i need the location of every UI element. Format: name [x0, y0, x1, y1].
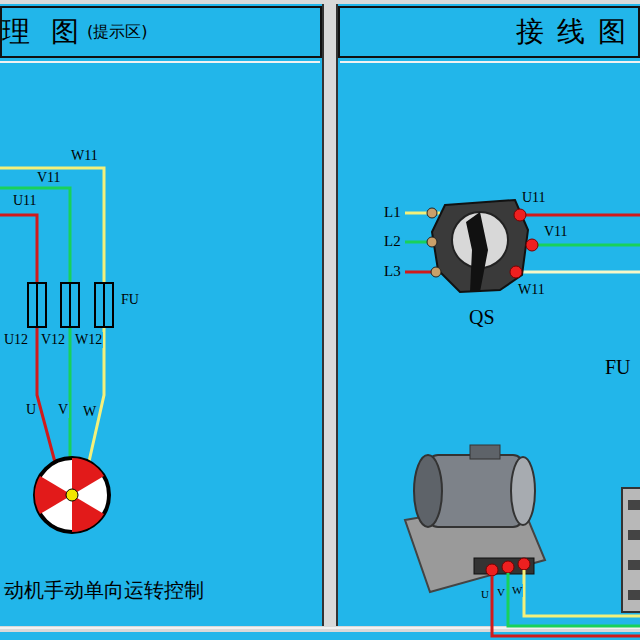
- terminal-device-part: [628, 560, 640, 570]
- frame-lines: [0, 62, 640, 628]
- motor-symbol-part: [66, 489, 78, 501]
- fuse-element-part: [103, 283, 105, 327]
- wire-label: V11: [36, 170, 62, 186]
- motor-symbol-part: [72, 495, 104, 532]
- qs-switch-part: [427, 208, 437, 218]
- switch-label: QS: [468, 306, 496, 328]
- fuse-symbol: [28, 283, 113, 327]
- fuse-element-part: [36, 283, 38, 327]
- fuse-element-part: [69, 283, 71, 327]
- header-title: 理 图: [2, 13, 85, 51]
- fuse-element: [37, 283, 104, 327]
- fuse-symbol-part: [95, 283, 113, 327]
- wire-label: W11: [70, 148, 99, 164]
- qs-switch-part: [514, 209, 526, 221]
- output-wires: [516, 215, 640, 272]
- supply-label: L2: [383, 233, 402, 250]
- terminal-label: W12: [74, 332, 103, 348]
- motor-photo-part: [486, 564, 498, 576]
- motor-symbol: [35, 458, 109, 532]
- qs-switch-part: [432, 200, 528, 292]
- wire-label: U11: [12, 193, 38, 209]
- qs-switch-part: [526, 239, 538, 251]
- supply-label: L1: [383, 204, 402, 221]
- fuse-label: FU: [604, 356, 632, 378]
- motor-photo-part: [502, 561, 514, 573]
- header-note: (提示区): [87, 22, 147, 43]
- motor-photo: [405, 445, 545, 592]
- caption: 动机手动单向运转控制: [4, 578, 204, 602]
- wire-label: W11: [517, 282, 546, 298]
- schematic-wire-v: [0, 188, 70, 458]
- output-wires-part: [516, 271, 640, 274]
- motor-symbol-part: [72, 458, 104, 495]
- frame-lines-part: [340, 61, 640, 63]
- input-leads: [405, 213, 440, 272]
- panel-header: 理 图(提示区): [0, 6, 322, 58]
- terminal-device-part: [628, 500, 640, 510]
- motor-wires-part: [508, 573, 640, 626]
- schematic-wire-v-part: [0, 188, 70, 283]
- qs-switch-part: [466, 212, 488, 292]
- phase-label: U: [25, 402, 37, 418]
- terminal-label: V12: [40, 332, 66, 348]
- schematic-wire-w: [0, 168, 104, 466]
- motor-wires: [492, 570, 640, 636]
- terminal-device-part: [628, 530, 640, 540]
- terminal-label: U: [480, 588, 490, 601]
- supply-label: L3: [383, 263, 402, 280]
- motor-photo-part: [511, 457, 535, 525]
- terminal-device: [622, 488, 640, 612]
- left-panel: [0, 4, 324, 626]
- header-title: 接 线 图: [516, 13, 628, 51]
- terminal-label: W: [511, 584, 523, 597]
- fuse-symbol-part: [28, 283, 46, 327]
- qs-switch: [427, 200, 538, 292]
- phase-label: V: [57, 402, 69, 418]
- wire-label: U11: [521, 190, 547, 206]
- panel-header: 接 线 图: [338, 6, 640, 58]
- output-wires-part: [520, 214, 640, 217]
- schematic-wire-u-part: [0, 215, 37, 283]
- wire-label: V11: [543, 224, 569, 240]
- motor-photo-part: [518, 558, 530, 570]
- motor-symbol-part: [35, 458, 109, 532]
- terminal-device-part: [628, 590, 640, 600]
- fuse-symbol-part: [61, 283, 79, 327]
- motor-photo-part: [470, 445, 500, 459]
- qs-switch-part: [510, 266, 522, 278]
- output-wires-part: [532, 244, 640, 247]
- frame-lines-part: [0, 61, 320, 63]
- motor-photo-part: [414, 455, 442, 527]
- fuse-label: FU: [120, 292, 140, 308]
- terminal-device-part: [622, 488, 640, 612]
- schematic-wire-v-part: [69, 327, 72, 458]
- qs-switch-part: [427, 237, 437, 247]
- terminal-label: V: [496, 586, 506, 599]
- terminal-label: U12: [3, 332, 29, 348]
- phase-label: W: [82, 404, 97, 420]
- schematic-wire-w-part: [0, 168, 104, 283]
- qs-switch-part: [431, 267, 441, 277]
